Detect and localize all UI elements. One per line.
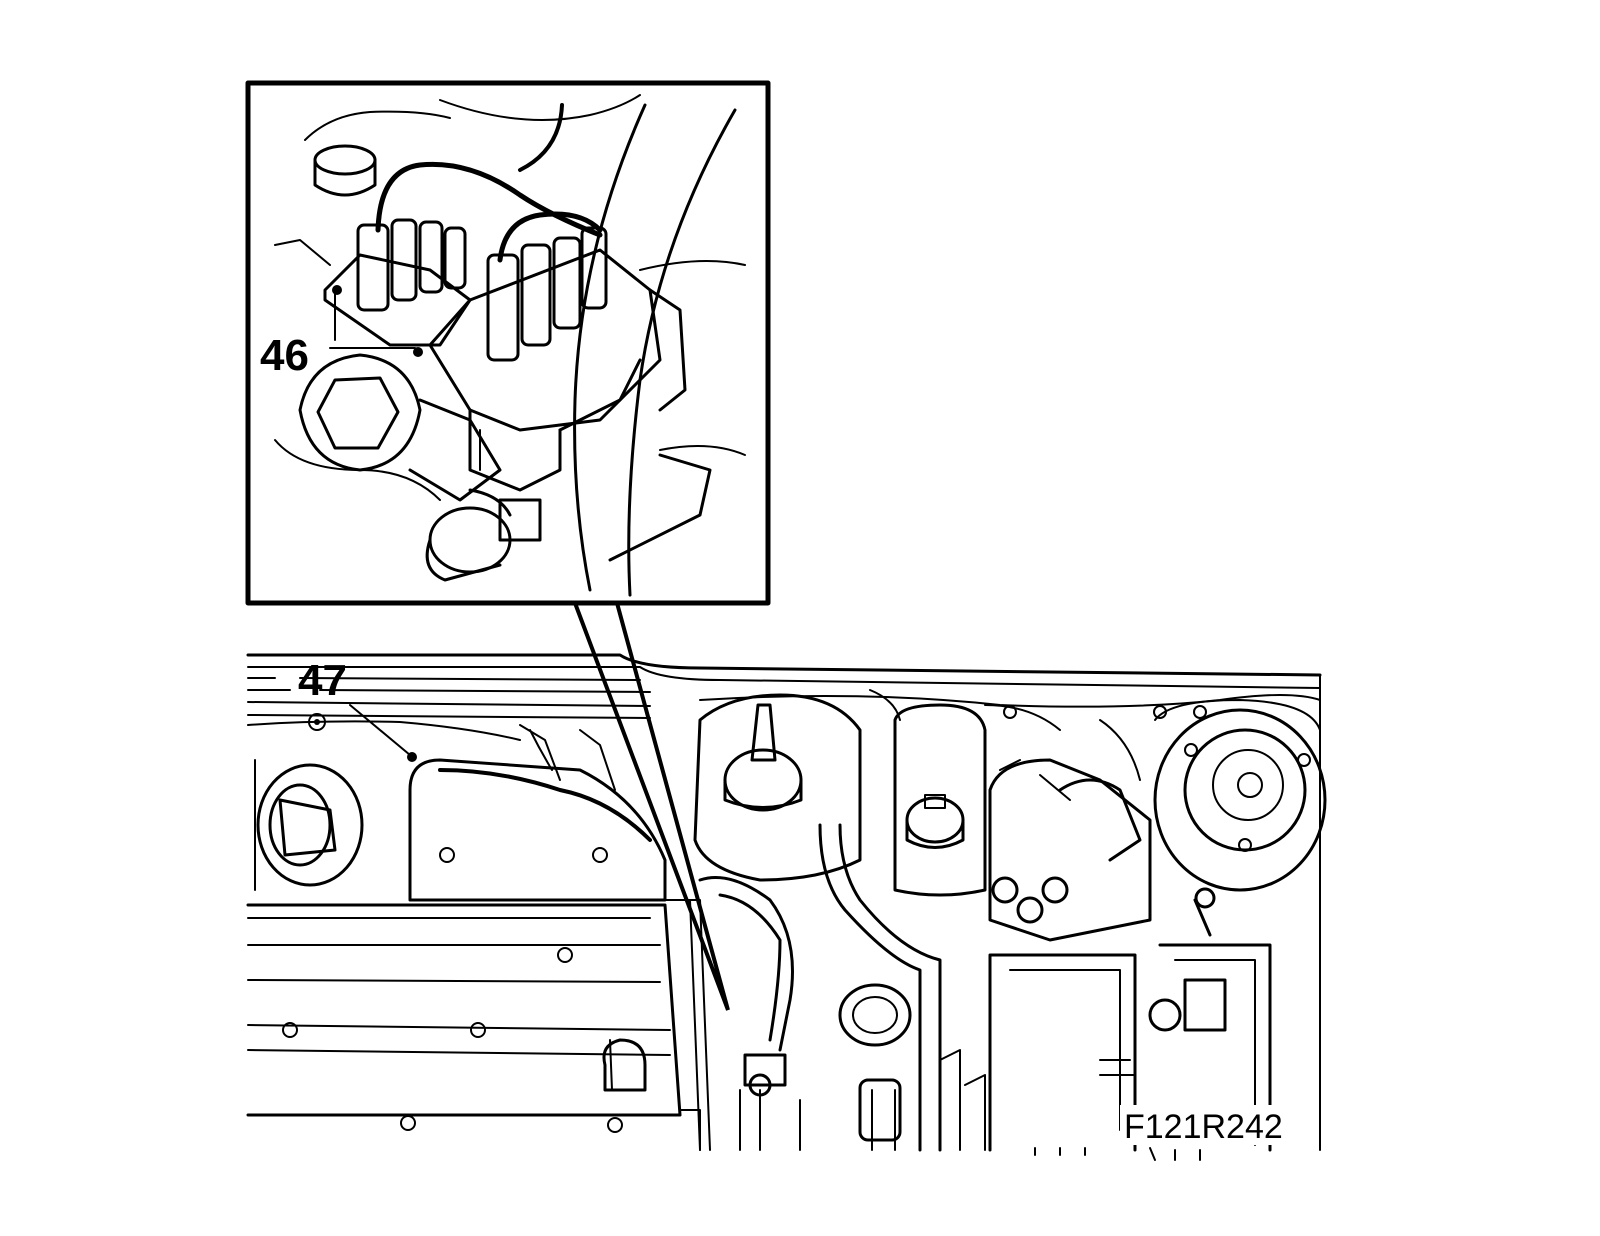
figure-code: F121R242 (1124, 1108, 1283, 1146)
throttle-body (838, 983, 912, 1151)
hose-a (838, 823, 942, 1152)
cable-sweep (573, 103, 647, 592)
valve-cover (246, 903, 682, 1133)
left-canister (254, 759, 364, 891)
brake-reservoir (893, 703, 987, 897)
strut-tower (1153, 699, 1327, 892)
cap-top-left (313, 144, 377, 197)
callout-47: 47 (298, 656, 347, 705)
leader-line-47 (349, 704, 411, 756)
abs-unit (988, 758, 1152, 942)
callout-46: 46 (260, 331, 309, 380)
plug-group-left (356, 218, 467, 312)
coolant-reservoir (693, 693, 862, 882)
connector-block (323, 248, 687, 542)
hex-bolt (298, 353, 502, 502)
inset-pointer (573, 602, 730, 1011)
detail-inset (245, 80, 771, 606)
main-engine-view (246, 653, 1327, 1161)
round-knob (425, 488, 512, 582)
battery-box (988, 887, 1272, 1152)
intake-box (408, 724, 667, 902)
inset-frame (245, 80, 771, 606)
